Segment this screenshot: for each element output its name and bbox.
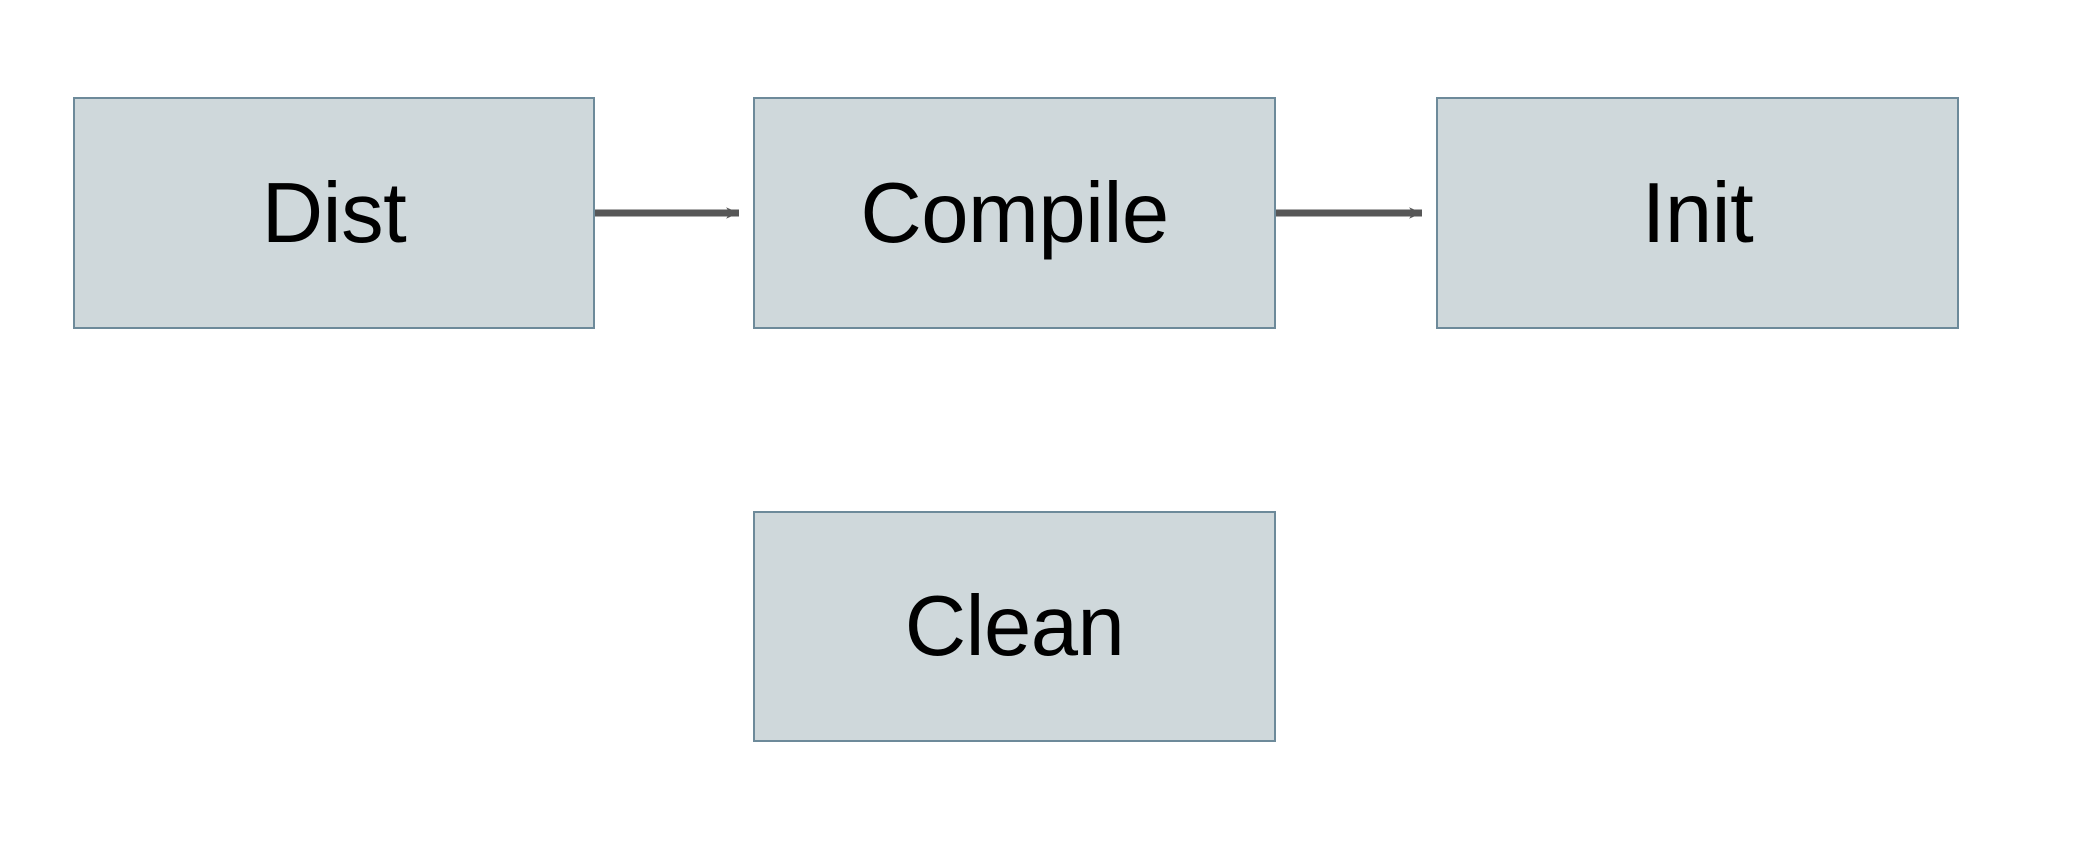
node-compile[interactable]: Compile — [753, 97, 1276, 329]
node-dist-label: Dist — [261, 165, 407, 261]
node-clean[interactable]: Clean — [753, 511, 1276, 742]
node-init-label: Init — [1641, 165, 1754, 261]
node-init[interactable]: Init — [1436, 97, 1959, 329]
node-clean-label: Clean — [904, 579, 1125, 674]
node-dist[interactable]: Dist — [73, 97, 595, 329]
node-compile-label: Compile — [860, 165, 1169, 261]
